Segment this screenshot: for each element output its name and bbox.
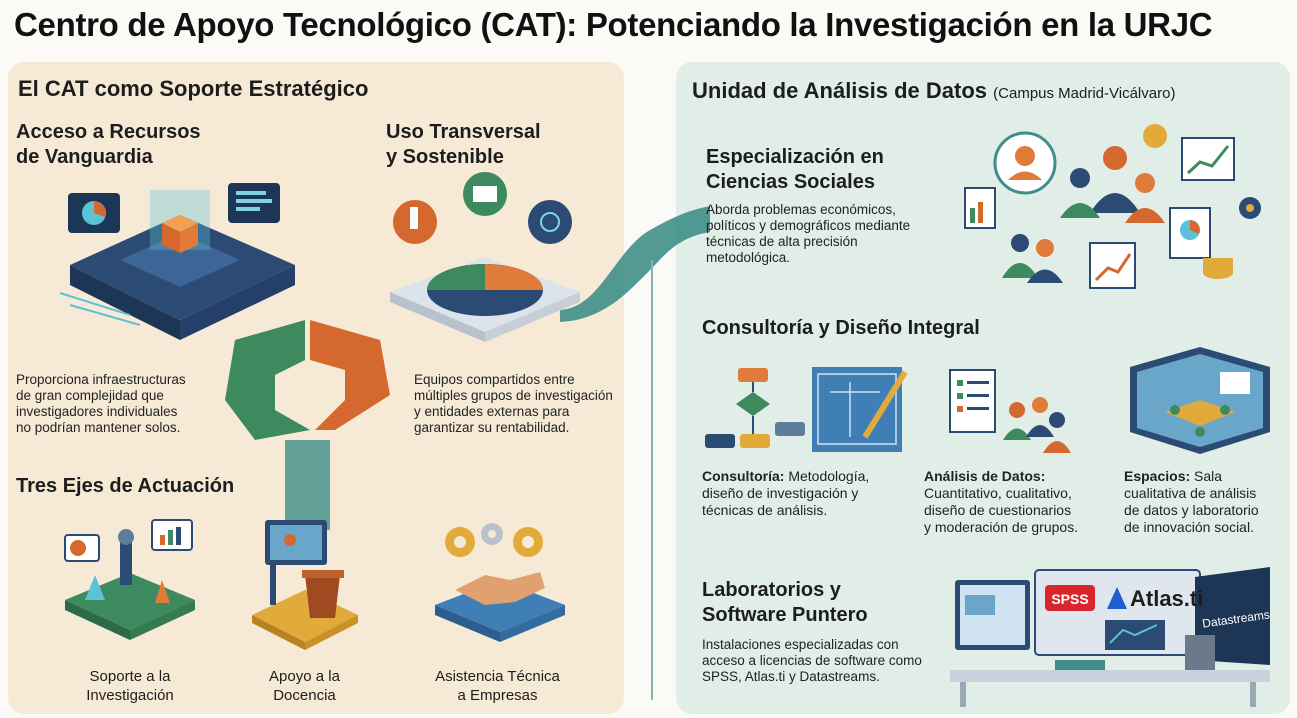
consultoria-item-3: Espacios: Sala cualitativa de análisis d… [1124,468,1259,535]
social-sciences-illustration [964,124,1261,289]
consultoria-item-1: Consultoría: Metodología, diseño de inve… [702,468,870,518]
left-heading: El CAT como Soporte Estratégico [18,76,369,101]
data-analysis-illustration [949,369,1071,453]
server-chip-illustration [59,183,295,340]
puzzle-illustration [225,320,390,440]
page-title: Centro de Apoyo Tecnológico (CAT): Poten… [14,6,1213,43]
shared-resources-illustration [390,172,580,342]
connector-ribbon [560,206,710,322]
consultoria-heading: Consultoría y Diseño Integral [702,317,980,339]
ejes-heading: Tres Ejes de Actuación [16,475,235,497]
especializacion-text: Aborda problemas económicos,políticos y … [706,202,911,265]
flowchart-illustration [705,367,908,452]
business-assistance-illustration [435,523,565,642]
atlas-ti-logo: Atlas.ti [1130,586,1204,611]
qualitative-room-illustration [1130,347,1270,454]
lab-software-illustration [950,567,1270,707]
teaching-support-illustration [252,520,358,650]
spss-logo: SPSS [1051,591,1089,607]
panel-divider [651,260,653,700]
puzzle-stem [285,440,330,530]
right-heading: Unidad de Análisis de Datos (Campus Madr… [692,78,1176,103]
consultoria-item-2: Análisis de Datos: Cuantitativo, cualita… [924,468,1079,535]
research-support-illustration [64,519,195,640]
